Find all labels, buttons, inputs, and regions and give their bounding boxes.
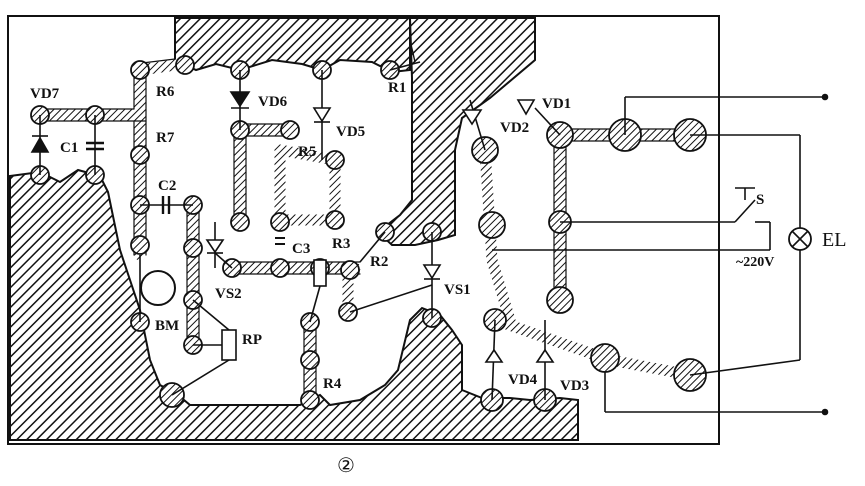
pads (30, 55, 707, 412)
figure-number: ② (337, 455, 355, 477)
label-c2: C2 (158, 178, 176, 194)
copper-regions (9, 17, 579, 441)
component-symbols (30, 39, 829, 416)
label-vd7: VD7 (30, 86, 60, 102)
label-r6: R6 (156, 84, 175, 100)
label-vd4: VD4 (508, 372, 538, 388)
labels: VD7 C1 R6 R7 C2 VD6 VD5 R5 C3 R3 VS2 BM … (30, 80, 846, 477)
label-r3: R3 (332, 236, 350, 252)
label-r7: R7 (156, 130, 175, 146)
label-c3: C3 (292, 241, 310, 257)
label-r4: R4 (323, 376, 342, 392)
label-c1: C1 (60, 140, 78, 156)
label-vs2: VS2 (215, 286, 242, 302)
copper-center-strip (376, 17, 536, 246)
label-vd5: VD5 (336, 124, 365, 140)
label-rp: RP (242, 332, 262, 348)
label-vd2: VD2 (500, 120, 529, 136)
label-s: S (756, 192, 764, 208)
label-vd1: VD1 (542, 96, 571, 112)
board-outline (7, 15, 720, 445)
label-bm: BM (155, 318, 179, 334)
label-r2: R2 (370, 254, 388, 270)
label-vd6: VD6 (258, 94, 288, 110)
label-r1: R1 (388, 80, 406, 96)
label-vd3: VD3 (560, 378, 589, 394)
label-ac-voltage: ~220V (736, 255, 774, 270)
copper-left-ground (9, 168, 579, 441)
label-r5: R5 (298, 144, 316, 160)
label-vs1: VS1 (444, 282, 471, 298)
copper-top-band (174, 17, 411, 74)
label-el: EL (822, 229, 846, 251)
